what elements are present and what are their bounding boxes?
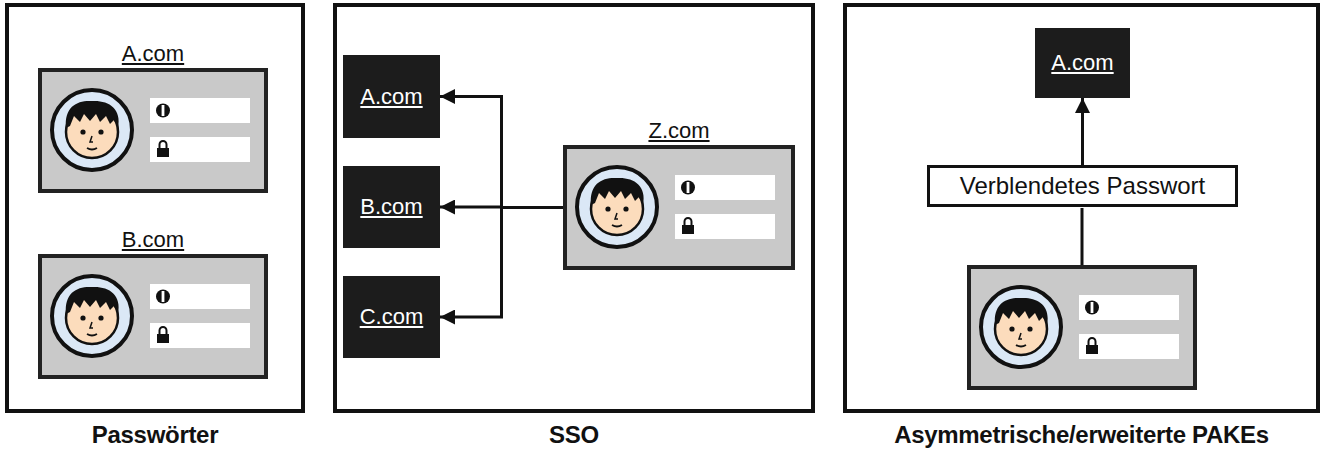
site-heading: Z.com xyxy=(567,118,791,144)
user-avatar-fields xyxy=(38,68,268,193)
user-avatar-fields xyxy=(38,254,268,379)
box-label: B.com xyxy=(360,194,422,220)
arrow-connector xyxy=(440,97,563,208)
blinded-password-box: Verblendetes Passwort xyxy=(927,165,1238,207)
site-box: C.com xyxy=(343,276,440,358)
panel-caption: Passwörter xyxy=(9,421,301,449)
scheme-panel: PasswörterA.comB.com xyxy=(5,3,305,413)
site-box: A.com xyxy=(1035,28,1130,98)
box-label: Verblendetes Passwort xyxy=(960,172,1205,200)
login-card: A.com xyxy=(38,68,268,193)
box-label: A.com xyxy=(360,84,422,110)
site-box: B.com xyxy=(343,166,440,248)
site-heading: B.com xyxy=(42,227,264,253)
scheme-panel: Asymmetrische/erweiterte PAKEsA.comVerbl… xyxy=(843,3,1320,413)
site-heading: A.com xyxy=(42,41,264,67)
box-label: C.com xyxy=(360,304,424,330)
login-card: Z.com xyxy=(563,145,795,270)
site-box: A.com xyxy=(343,55,440,138)
panel-caption: SSO xyxy=(337,421,811,449)
panel-caption: Asymmetrische/erweiterte PAKEs xyxy=(847,421,1316,449)
scheme-panel: SSOA.comB.comC.comZ.com xyxy=(333,3,815,413)
login-card: B.com xyxy=(38,254,268,379)
arrow-connector xyxy=(440,208,563,318)
box-label: A.com xyxy=(1051,50,1113,76)
user-avatar-fields xyxy=(563,145,795,270)
arrow-connector xyxy=(1081,98,1084,165)
